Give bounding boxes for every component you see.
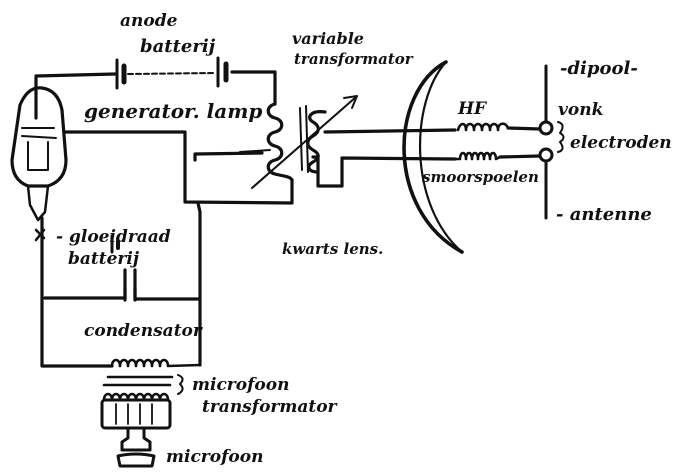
quartz-lens-arc-icon	[402, 60, 464, 254]
vacuum-tube-icon	[10, 86, 68, 242]
variable-transformer-icon	[239, 95, 358, 189]
wire-condenser-left	[43, 286, 127, 300]
label-variable-transformator-line2: transformator	[294, 50, 414, 68]
microphone-transformer-icon	[102, 358, 202, 402]
anode-battery-icon	[115, 56, 229, 90]
label-anode-battery-line1: anode	[120, 11, 178, 31]
label-kwarts-lens: kwarts lens.	[282, 240, 383, 258]
wire-filament-left	[40, 216, 114, 368]
dipole-electrodes-icon	[538, 64, 565, 220]
hf-coil-icon	[456, 122, 510, 132]
label-microfoon-transformator-line1: microfoon	[192, 375, 289, 395]
wire-grid	[193, 151, 264, 162]
label-vonk-electroden-line1: vonk	[558, 100, 603, 120]
wire-secondary-top	[323, 128, 457, 134]
label-vonk-electroden-line2: electroden	[570, 133, 672, 153]
label-variable-transformator-line1: variable	[292, 29, 364, 48]
wire-anode-right	[230, 70, 277, 106]
choke-coil-icon	[453, 151, 502, 161]
label-smoorspoelen: smoorspoelen	[422, 168, 539, 186]
wire-plate	[64, 130, 294, 205]
label-microfoon-transformator-line2: transformator	[202, 397, 338, 417]
diagram-labels: anode batterij variable transformator -d…	[56, 11, 672, 467]
label-generator-lamp: generator. lamp	[84, 99, 262, 123]
wire-filament-right	[196, 201, 202, 367]
label-gloeidraad-batterij-line2: batterij	[68, 249, 140, 269]
wire-anode-left	[34, 72, 117, 120]
label-gloeidraad-batterij-line1: - gloeidraad	[56, 227, 171, 247]
label-hf: HF	[457, 99, 488, 119]
label-anode-battery-line2: batterij	[140, 36, 216, 57]
wire-choke-to-electrode	[498, 154, 542, 159]
label-condensator: condensator	[84, 321, 203, 341]
microphone-icon	[100, 398, 172, 468]
wire-condenser-right	[133, 286, 200, 301]
label-dipool: -dipool-	[560, 58, 638, 79]
label-microfoon: microfoon	[166, 447, 263, 467]
label-antenne: - antenne	[556, 204, 652, 225]
condensator-icon	[123, 268, 137, 302]
circuit-wires	[34, 70, 542, 368]
filament-battery-icon	[110, 234, 120, 254]
wire-hf-to-electrode	[506, 126, 542, 131]
